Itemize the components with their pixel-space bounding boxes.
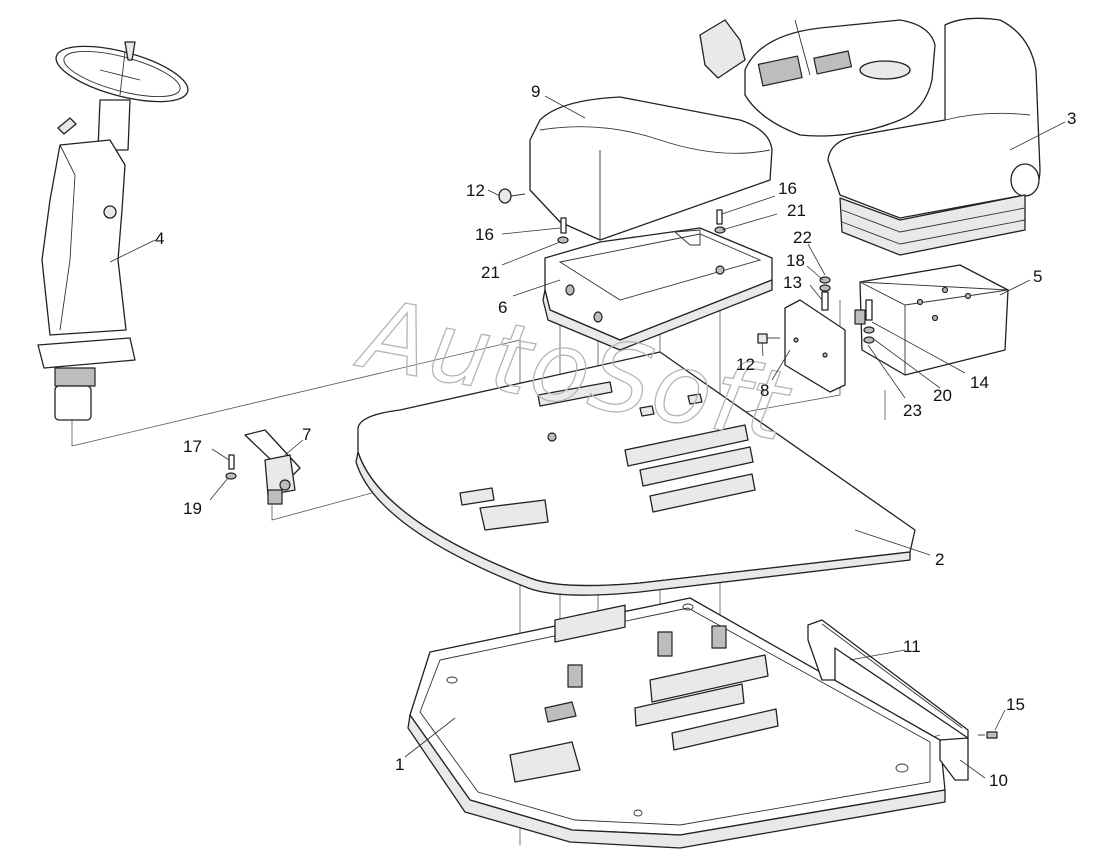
callout-3: 3 xyxy=(1067,109,1076,128)
callout-18: 18 xyxy=(786,251,805,270)
plate-8 xyxy=(784,299,846,393)
callout-23: 23 xyxy=(903,401,922,420)
callout-11: 11 xyxy=(903,637,921,656)
fastener-stack-13-18-22 xyxy=(819,276,831,311)
operator-seat xyxy=(827,17,1041,256)
callout-6: 6 xyxy=(498,298,507,317)
side-panel-lower xyxy=(939,737,969,781)
bolt-12-right xyxy=(757,333,780,344)
callout-8: 8 xyxy=(760,381,769,400)
bolt-12-left xyxy=(498,188,526,204)
callout-21-right: 21 xyxy=(787,201,806,220)
callout-14: 14 xyxy=(970,373,989,392)
steering-column xyxy=(37,41,189,421)
side-panel-upper xyxy=(807,619,969,739)
callout-2: 2 xyxy=(935,550,944,569)
base-frame xyxy=(407,597,946,849)
callout-10: 10 xyxy=(989,771,1008,790)
leader-lines xyxy=(109,95,1066,779)
callout-16-left: 16 xyxy=(475,225,494,244)
callout-7: 7 xyxy=(302,425,311,444)
fastener-stack-14-20-23 xyxy=(863,299,875,344)
callout-12-left: 12 xyxy=(466,181,485,200)
callout-22: 22 xyxy=(793,228,812,247)
pedal-assembly xyxy=(225,429,301,505)
callout-13: 13 xyxy=(783,273,802,292)
callout-16-right: 16 xyxy=(778,179,797,198)
bolt-16-left xyxy=(557,217,569,244)
instrument-console xyxy=(699,19,936,137)
bolt-15 xyxy=(978,731,998,739)
callout-labels: 1 2 3 4 5 6 7 8 9 10 11 12 12 13 14 15 1… xyxy=(155,82,1076,790)
callout-21-left: 21 xyxy=(481,263,500,282)
callout-20: 20 xyxy=(933,386,952,405)
seat-base-box xyxy=(542,227,773,351)
callout-17: 17 xyxy=(183,437,202,456)
callout-9: 9 xyxy=(531,82,540,101)
callout-19: 19 xyxy=(183,499,202,518)
callout-5: 5 xyxy=(1033,267,1042,286)
seat-bracket-box xyxy=(854,264,1009,376)
floor-plate xyxy=(355,351,916,596)
cover-housing xyxy=(529,96,773,241)
callout-15: 15 xyxy=(1006,695,1025,714)
bolt-16-right xyxy=(714,209,726,234)
callout-1: 1 xyxy=(395,755,404,774)
callout-12-right: 12 xyxy=(736,355,755,374)
callout-4: 4 xyxy=(155,229,164,248)
